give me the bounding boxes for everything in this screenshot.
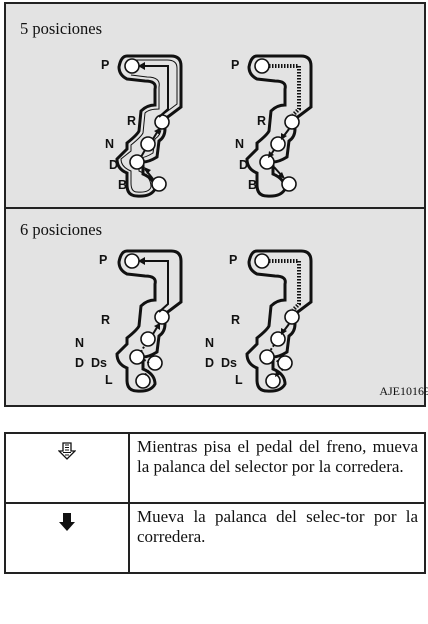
- label-p: P: [99, 253, 107, 267]
- position-b-circle: [281, 176, 297, 192]
- position-p-circle: [124, 58, 140, 74]
- position-r-circle: [284, 309, 300, 325]
- label-r: R: [101, 313, 110, 327]
- path-arrow-p-r: [139, 65, 169, 118]
- position-n-circle: [270, 136, 286, 152]
- position-r-circle: [154, 309, 170, 325]
- legend-icon-cell: [4, 432, 130, 504]
- label-l: L: [235, 373, 243, 387]
- label-r: R: [231, 313, 240, 327]
- position-d-circle: [259, 349, 275, 365]
- position-ds-circle: [277, 355, 293, 371]
- position-p-circle: [124, 253, 140, 269]
- label-d: D: [75, 356, 84, 370]
- label-r: R: [127, 114, 136, 128]
- label-b: B: [118, 178, 127, 192]
- path-arrow-p-r: [139, 260, 169, 313]
- arrow-head: [275, 370, 281, 377]
- legend-text: Mientras pisa el pedal del freno, mueva …: [128, 432, 426, 504]
- position-n-circle: [140, 331, 156, 347]
- gate-outline: [115, 54, 183, 198]
- path-arrow-d-n: [140, 149, 146, 158]
- position-l-circle: [265, 373, 281, 389]
- arrow-head: [154, 128, 160, 135]
- path-arrow-d-ds: [272, 358, 280, 363]
- position-b-circle: [151, 176, 167, 192]
- label-p: P: [101, 58, 109, 72]
- legend-row: Mientras pisa el pedal del freno, mueva …: [4, 432, 426, 504]
- position-n-circle: [140, 136, 156, 152]
- arrow-head: [138, 257, 145, 265]
- position-r-circle: [284, 114, 300, 130]
- gate-diagram-5-solid: P R N D B: [231, 54, 313, 198]
- shift-pattern-figure: 5 posiciones P R N D B P R: [4, 2, 428, 407]
- gate-outline: [245, 249, 313, 393]
- gate-outline: [115, 249, 183, 393]
- position-p-circle: [254, 58, 270, 74]
- figure-code: AJE10169: [379, 384, 428, 398]
- legend-icon-cell: [4, 502, 130, 574]
- position-d-circle: [259, 154, 275, 170]
- arrow-head: [154, 323, 160, 330]
- label-n: N: [105, 137, 114, 151]
- path-arrow-ds-l: [276, 368, 284, 376]
- gate-diagram-5-hollow: P R N D B: [101, 54, 183, 198]
- label-d: D: [239, 158, 248, 172]
- hollow-down-arrow-icon: [57, 442, 77, 460]
- position-r-circle: [154, 114, 170, 130]
- gate-outline: [245, 54, 313, 198]
- path-arrow-d-n: [140, 344, 146, 353]
- legend-row: Mueva la palanca del selec-tor por la co…: [4, 502, 426, 574]
- position-l-circle: [135, 373, 151, 389]
- label-r: R: [257, 114, 266, 128]
- arrow-head: [281, 328, 287, 335]
- arrow-head: [281, 133, 287, 140]
- position-p-circle: [254, 253, 270, 269]
- section-title-5: 5 posiciones: [20, 19, 103, 38]
- path-arrow-ds-d: [142, 358, 150, 364]
- label-d: D: [205, 356, 214, 370]
- label-l: L: [105, 373, 113, 387]
- label-ds: Ds: [221, 356, 237, 370]
- label-n: N: [75, 336, 84, 350]
- legend-text: Mueva la palanca del selec-tor por la co…: [128, 502, 426, 574]
- label-p: P: [229, 253, 237, 267]
- gate-diagram-6-hollow: P R N D Ds L: [75, 249, 183, 393]
- path-arrow-l-ds: [144, 367, 152, 376]
- label-ds: Ds: [91, 356, 107, 370]
- path-hatched-p-r: [269, 64, 301, 117]
- section-title-6: 6 posiciones: [20, 220, 103, 239]
- label-n: N: [235, 137, 244, 151]
- arrow-head: [138, 62, 145, 70]
- label-p: P: [231, 58, 239, 72]
- label-n: N: [205, 336, 214, 350]
- arrow-head: [144, 167, 151, 174]
- solid-down-arrow-icon: [59, 513, 75, 531]
- position-d-circle: [129, 154, 145, 170]
- position-n-circle: [270, 331, 286, 347]
- arrow-head: [268, 151, 274, 158]
- section-divider: [6, 207, 424, 209]
- arrow-head: [278, 172, 285, 179]
- gate-diagram-6-solid: P R N D Ds L: [205, 249, 313, 393]
- label-b: B: [248, 178, 257, 192]
- path-hatched-p-r: [269, 259, 301, 312]
- label-d: D: [109, 158, 118, 172]
- path-arrow-n-d: [269, 344, 275, 352]
- position-d-circle: [129, 349, 145, 365]
- legend-table: Mientras pisa el pedal del freno, mueva …: [4, 432, 426, 574]
